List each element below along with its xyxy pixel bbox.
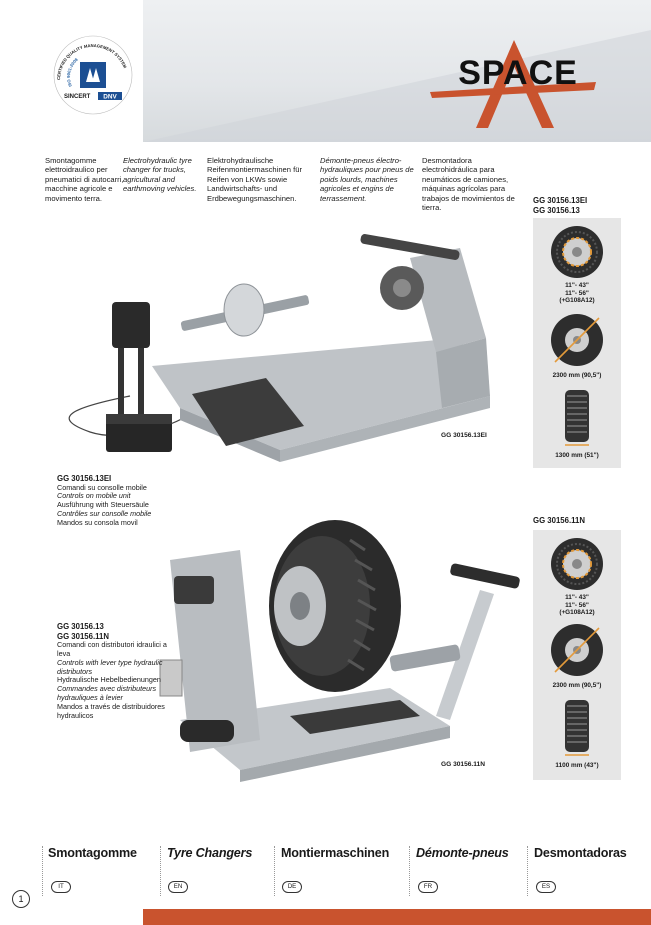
category-separator — [274, 846, 275, 896]
header-diagonal-shading — [143, 30, 651, 142]
panel1-title-line1: GG 30156.13EI — [533, 196, 588, 205]
intro-text-de: Elektrohydraulische Reifenmontiermaschin… — [207, 156, 302, 203]
machine1-caption: GG 30156.13EI — [441, 432, 487, 439]
panel1-spec-rim-line2: 11"- 56" — [565, 289, 589, 297]
machine2-label-title2: GG 30156.11N — [57, 631, 110, 641]
intro-text-es: Desmontadora electrohidráulica para neum… — [422, 156, 515, 213]
category-label-en: Tyre Changers — [167, 846, 253, 860]
machine2-label: GG 30156.13 GG 30156.11N Comandi con dis… — [57, 622, 167, 720]
language-badge-fr: FR — [418, 881, 438, 893]
panel2-spec-width: 1100 mm (43") — [555, 762, 599, 769]
brand-logo-text: SPACE — [458, 54, 578, 92]
panel1-spec-rim: 11"- 43" 11"- 56" (+G108A12) — [533, 282, 621, 305]
machine1-label-es: Mandos su consola movil — [57, 517, 138, 527]
cert-registrar: SINCERT — [64, 94, 91, 100]
panel2-spec-rim-line3: (+G108A12) — [559, 609, 595, 617]
machine2-caption: GG 30156.11N — [441, 761, 485, 768]
tyre-changer-13ei-image — [68, 234, 490, 462]
tyre-diameter-icon — [551, 624, 603, 676]
machine2-label-de: Hydraulische Hebelbedienungen — [57, 675, 161, 685]
category-separator — [409, 846, 410, 896]
machine2-label-title1: GG 30156.13 — [57, 622, 104, 631]
machine1-label-it: Comandi su consolle mobile — [57, 482, 147, 492]
machine1-label-title: GG 30156.13EI — [57, 474, 112, 483]
category-separator — [42, 846, 43, 896]
intro-text-it: Smontagomme elettroidraulico per pneumat… — [45, 156, 124, 203]
tyre-front-icon — [551, 538, 603, 590]
machine1-label: GG 30156.13EI Comandi su consolle mobile… — [57, 474, 207, 528]
machine2-label-fr: Commandes avec distributeurs hydraulique… — [57, 684, 157, 702]
machine1-label-en: Controls on mobile unit — [57, 491, 131, 501]
tyre-width-icon — [565, 700, 589, 756]
panel2-spec-rim-line2: 11"- 56" — [565, 601, 589, 609]
language-badge-it: IT — [51, 881, 71, 893]
footer-accent-bar — [143, 909, 651, 925]
intro-text-en: Electrohydraulic tyre changer for trucks… — [123, 156, 197, 194]
panel1-title: GG 30156.13EI GG 30156.13 — [533, 196, 587, 215]
panel2-spec-rim: 11"- 43" 11"- 56" (+G108A12) — [533, 594, 621, 617]
tyre-front-icon — [551, 226, 603, 278]
language-badge-de: DE — [282, 881, 302, 893]
panel1-spec-diameter: 2300 mm (90,5") — [552, 372, 602, 379]
machine1-label-de: Ausführung with Steuersäule — [57, 500, 149, 510]
machine2-label-es: Mandos a través de distribuidores hydrau… — [57, 701, 165, 720]
tyre-changer-11n-image — [159, 520, 520, 782]
category-label-es: Desmontadoras — [534, 846, 627, 860]
category-label-de: Montiermaschinen — [281, 846, 390, 860]
category-separator — [527, 846, 528, 896]
panel1-spec-rim-line3: (+G108A12) — [559, 297, 595, 305]
category-label-fr: Démonte-pneus — [416, 846, 509, 860]
page-number: 1 — [12, 890, 30, 908]
language-badge-es: ES — [536, 881, 556, 893]
panel2-spec-diameter: 2300 mm (90,5") — [552, 682, 602, 689]
tyre-width-icon — [565, 390, 589, 446]
machine2-label-it: Comandi con distributori idraulici a lev… — [57, 640, 167, 658]
category-separator — [160, 846, 161, 896]
panel2-title: GG 30156.11N — [533, 516, 586, 525]
space-brand-logo: SPACE — [430, 40, 596, 128]
category-label-it: Smontagomme — [48, 846, 137, 860]
language-badge-en: EN — [168, 881, 188, 893]
machine1-label-fr: Contrôles sur consolle mobile — [57, 508, 152, 518]
panel1-spec-width: 1300 mm (51") — [555, 452, 599, 459]
cert-mark: DNV — [103, 94, 117, 101]
machine2-label-en: Controls with lever type hydraulic distr… — [57, 657, 163, 676]
tyre-diameter-icon — [551, 314, 603, 366]
panel1-spec-rim-line1: 11"- 43" — [565, 282, 589, 289]
intro-text-fr: Démonte-pneus électro-hydrauliques pour … — [320, 156, 414, 203]
panel1-title-line2: GG 30156.13 — [533, 205, 580, 215]
certification-logo: CERTIFIED QUALITY MANAGEMENT SYSTEM ISO … — [53, 35, 133, 115]
panel2-spec-rim-line1: 11"- 43" — [565, 594, 589, 601]
